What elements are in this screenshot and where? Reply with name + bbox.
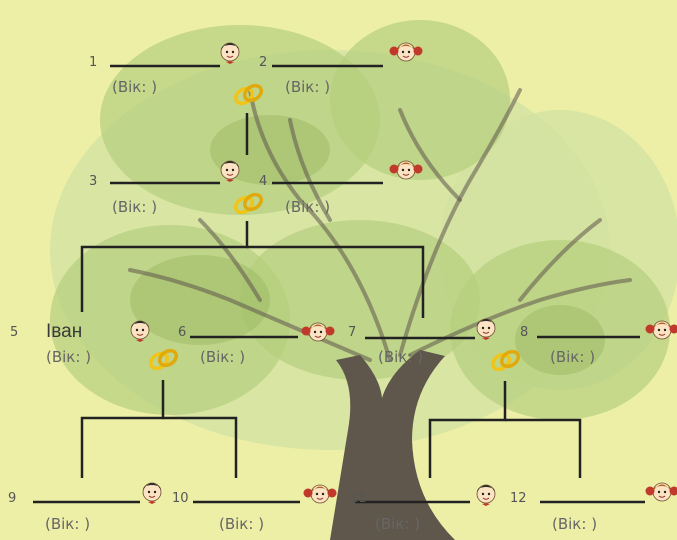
pigtail [326,327,335,336]
person-number: 11 [350,492,367,505]
age-label: (Вік: ) [219,517,264,532]
pigtail [414,165,423,174]
person-number: 8 [520,326,528,339]
pigtail [302,327,311,336]
eye [314,331,316,333]
person-number: 12 [510,492,527,505]
eye [402,169,404,171]
age-label: (Вік: ) [112,200,157,215]
eye [482,327,484,329]
eye [322,493,324,495]
eye [658,491,660,493]
person-name: Іван [46,322,82,341]
eye [226,169,228,171]
age-label: (Вік: ) [45,517,90,532]
eye [232,51,234,53]
eye [154,491,156,493]
pigtail [328,489,337,498]
eye [316,493,318,495]
pigtail [390,47,399,56]
eye [142,329,144,331]
person-number: 6 [178,326,186,339]
eye [320,331,322,333]
person-number: 9 [8,492,16,505]
age-label: (Вік: ) [285,80,330,95]
eye [136,329,138,331]
eye [408,51,410,53]
person-number: 4 [259,175,267,188]
eye [482,493,484,495]
eye [232,169,234,171]
face [477,485,495,503]
person-number: 3 [89,175,97,188]
eye [148,491,150,493]
face [221,43,239,61]
person-number: 1 [89,56,97,69]
face [477,319,495,337]
age-label: (Вік: ) [285,200,330,215]
pigtail [390,165,399,174]
age-label: (Вік: ) [375,517,420,532]
pigtail [646,325,655,334]
eye [664,329,666,331]
person-number: 7 [348,326,356,339]
age-label: (Вік: ) [552,517,597,532]
age-label: (Вік: ) [378,350,423,365]
pigtail [414,47,423,56]
age-label: (Вік: ) [200,350,245,365]
eye [488,493,490,495]
eye [402,51,404,53]
pigtail [646,487,655,496]
person-number: 5 [10,326,18,339]
face [221,161,239,179]
face [131,321,149,339]
eye [226,51,228,53]
age-label: (Вік: ) [550,350,595,365]
eye [658,329,660,331]
eye [408,169,410,171]
face [143,483,161,501]
eye [664,491,666,493]
age-label: (Вік: ) [112,80,157,95]
age-label: (Вік: ) [46,350,91,365]
pigtail [304,489,313,498]
eye [488,327,490,329]
person-number: 10 [172,492,189,505]
person-number: 2 [259,56,267,69]
